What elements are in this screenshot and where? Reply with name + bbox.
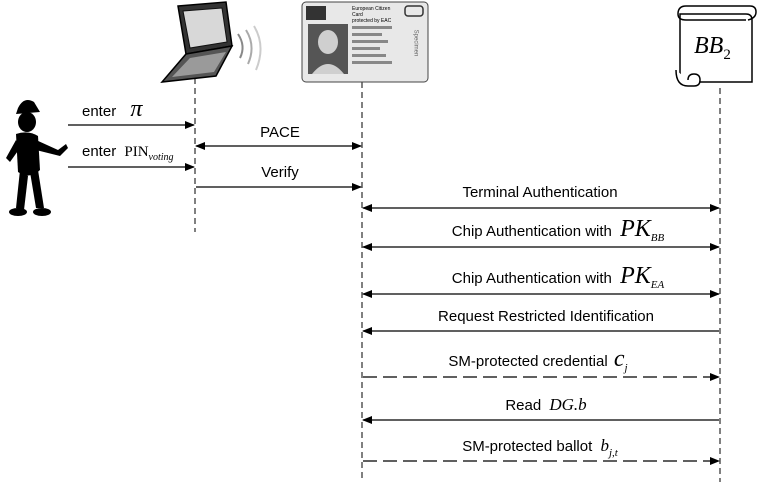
msg-chip-auth-bb-sub: BB	[650, 232, 665, 244]
msg-verify: Verify	[261, 164, 299, 181]
msg-chip-auth-bb: Chip Authentication with PKBB	[451, 217, 665, 247]
msg-sm-credential-text: SM-protected credential	[448, 353, 608, 370]
card-title-line2: protected by EAC	[352, 18, 392, 24]
msg-chip-auth-ea-sub: EA	[650, 279, 665, 291]
msg-terminal-auth: Terminal Authentication	[462, 184, 618, 201]
card-specimen: Specimen	[412, 29, 419, 57]
msg-sm-ballot-text: SM-protected ballot	[462, 438, 593, 455]
msg-chip-auth-ea-text: Chip Authentication with	[451, 270, 612, 287]
msg-enter-pin-symbol: PIN	[124, 144, 149, 160]
msg-enter-pin: enter PINvoting	[82, 143, 174, 167]
msg-sm-ballot-symbol: b	[600, 436, 609, 455]
card-title: European Citizen Card protected by EAC	[352, 6, 402, 24]
scroll-icon	[675, 5, 757, 87]
bb-label: BB2	[694, 32, 731, 69]
msg-read-dg-symbol: DG.b	[549, 395, 587, 414]
msg-enter-pin-text: enter	[82, 143, 117, 160]
msg-sm-ballot: SM-protected ballot bj,t	[462, 437, 618, 462]
person-pointing-icon	[6, 100, 68, 216]
msg-read-dg: Read DG.b	[505, 396, 586, 415]
msg-enter-pi-symbol: π	[130, 96, 143, 122]
msg-pace: PACE	[260, 124, 300, 141]
msg-request-ri: Request Restricted Identification	[438, 308, 654, 325]
card-title-line1: European Citizen Card	[352, 6, 391, 18]
bb-label-main: BB	[694, 33, 724, 59]
msg-enter-pin-sub: voting	[148, 152, 174, 163]
bb-label-sub: 2	[723, 47, 731, 63]
msg-read-dg-text: Read	[505, 397, 542, 414]
id-card-icon	[301, 1, 429, 83]
msg-sm-credential-symbol: c	[613, 346, 625, 372]
msg-enter-pi: enter π	[82, 97, 142, 121]
laptop-wireless-icon	[160, 1, 262, 83]
msg-chip-auth-ea: Chip Authentication with PKEA	[451, 264, 665, 294]
msg-sm-credential-sub: j	[624, 362, 628, 374]
msg-chip-auth-bb-text: Chip Authentication with	[451, 223, 612, 240]
msg-sm-ballot-sub: j,t	[608, 447, 618, 459]
msg-chip-auth-bb-symbol: PK	[620, 216, 651, 242]
msg-chip-auth-ea-symbol: PK	[620, 263, 651, 289]
msg-sm-credential: SM-protected credential cj	[448, 347, 628, 377]
msg-enter-pi-text: enter	[82, 103, 117, 120]
